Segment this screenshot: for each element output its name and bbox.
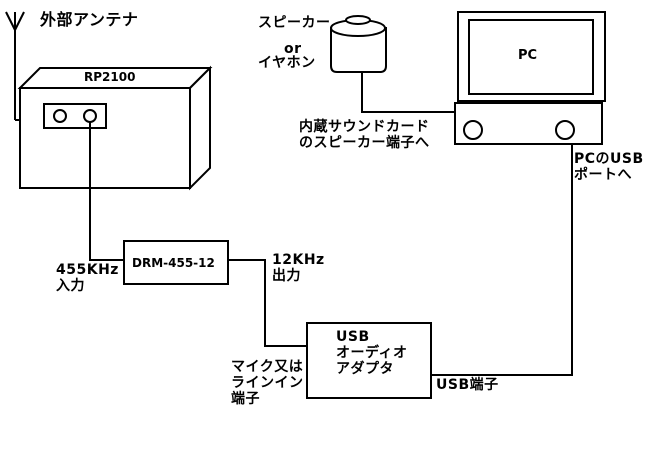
speaker-line2: or — [284, 41, 302, 57]
mic-line-line1: マイク又は — [231, 359, 304, 375]
input-455-line1: 455KHz — [56, 262, 119, 278]
wire-455khz — [89, 122, 124, 261]
wire-usb — [431, 130, 573, 376]
pc-monitor — [457, 11, 606, 102]
usb-port-line1: PCのUSB — [574, 151, 644, 167]
input-455-line2: 入力 — [56, 278, 85, 294]
usb-adapter-line3: アダプタ — [336, 361, 394, 377]
mic-line-line2: ラインイン — [231, 375, 304, 391]
receiver-box — [17, 65, 213, 191]
output-12-line1: 12KHz — [272, 252, 325, 268]
mic-line-line3: 端子 — [231, 391, 260, 407]
speaker-line3: イヤホン — [258, 55, 316, 71]
usb-adapter-line1: USB — [336, 329, 370, 345]
output-12-line2: 出力 — [272, 268, 301, 284]
receiver-label: RP2100 — [84, 70, 136, 84]
speaker-line1: スピーカー — [258, 15, 331, 31]
antenna-label: 外部アンテナ — [40, 10, 139, 29]
speaker-icon — [330, 15, 387, 73]
soundcard-line1: 内蔵サウンドカード — [299, 119, 430, 135]
usb-port-line2: ポートへ — [574, 167, 632, 183]
usb-terminal-label: USB端子 — [436, 377, 499, 393]
usb-adapter-line2: オーディオ — [336, 345, 408, 361]
pc-label: PC — [518, 48, 538, 63]
wire-speaker — [361, 72, 455, 113]
wire-12khz — [228, 259, 307, 347]
converter-label: DRM-455-12 — [132, 256, 215, 270]
soundcard-line2: のスピーカー端子へ — [299, 135, 430, 151]
pc-base — [454, 102, 603, 145]
converter-box — [123, 240, 229, 285]
usb-adapter-box — [306, 322, 432, 399]
